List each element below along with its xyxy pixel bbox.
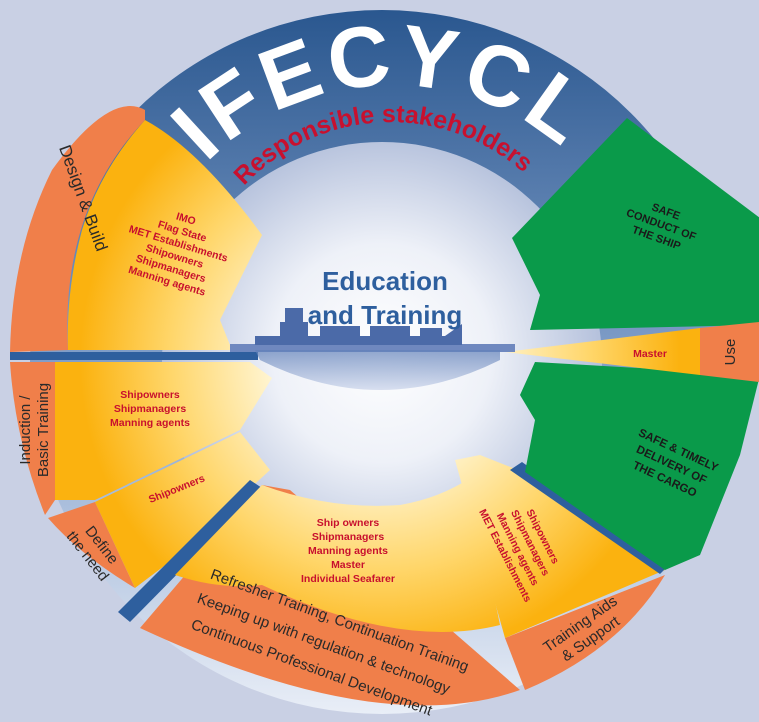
induction-stakeholders-block [55,362,272,500]
stakeholder: Ship owners [317,517,380,529]
define-need-stakeholders-block [95,432,270,588]
use-label: Use [722,339,739,366]
refresher-stakeholders: Ship owners Shipmanagers Manning agents … [301,517,395,585]
induction-label: Induction / Basic Training [17,383,52,477]
use-band [700,322,759,382]
svg-text:Basic Training: Basic Training [35,383,52,477]
sea [255,350,500,390]
safe-delivery-block [520,362,759,570]
safe-conduct-block [512,118,759,330]
stakeholder: Shipowners [120,389,180,401]
stakeholder: Manning agents [308,545,388,557]
stakeholder: IMO [175,210,197,227]
ship-icon [255,308,462,345]
define-need-band [48,502,135,588]
use-stakeholder: Master [633,348,667,360]
separator-diagonal [118,480,262,622]
stakeholder: Shipmanagers [312,531,385,543]
stakeholder: Individual Seafarer [301,573,395,585]
stakeholder: Shipmanagers [114,403,187,415]
design-build-stakeholders-block [67,120,263,350]
stakeholder: Manning agents [110,417,190,429]
separator-left [10,352,258,360]
refresher-stakeholders-block [262,478,500,632]
stakeholder: Master [331,559,365,571]
svg-text:Induction /: Induction / [17,395,34,465]
induction-stakeholders: Shipowners Shipmanagers Manning agents [110,389,190,429]
induction-band [10,362,55,515]
design-build-band [10,106,145,352]
use-arrow-block [505,328,700,375]
center-line2: and Training [308,300,463,330]
training-aids-stakeholders-block [455,455,665,638]
training-aids-band [505,575,665,690]
center-line1: Education [322,266,448,296]
